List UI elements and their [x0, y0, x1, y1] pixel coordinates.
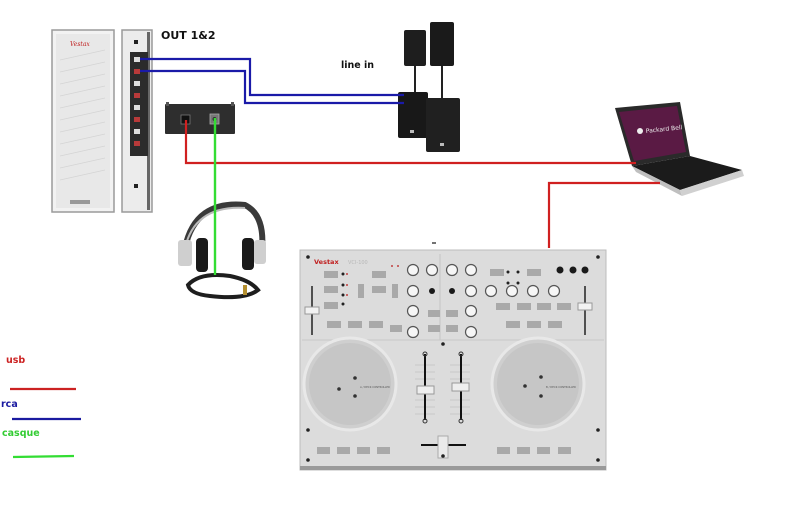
- legend-label-casque: casque: [2, 428, 40, 439]
- crossfader: [421, 435, 466, 459]
- soundcard-brand-logo: Vestax: [70, 41, 90, 48]
- audio-interface: Vestax: [51, 29, 153, 213]
- controller-knobs: [406, 263, 561, 339]
- legend-swatch-casque: [12, 454, 75, 459]
- deck-left-label: A / DECK CONTROLLER: [360, 385, 390, 389]
- rca-cables: [140, 57, 404, 105]
- laptop-brand-logo: Packard Bell: [645, 124, 682, 135]
- channel-faders: [415, 351, 470, 424]
- pitch-faders: [304, 286, 593, 335]
- output-jacks: [134, 57, 140, 146]
- usb-cables: [184, 120, 660, 248]
- legend: [10, 387, 81, 459]
- jog-wheel-right: B / DECK CONTROLLER: [490, 336, 586, 432]
- deck-right-label: B / DECK CONTROLLER: [546, 385, 576, 389]
- headphones: [178, 201, 266, 300]
- transport-buttons: [317, 447, 571, 454]
- controller-brand-logo: Vestax: [314, 258, 339, 266]
- legend-label-rca: rca: [1, 399, 18, 410]
- controller-model-label: VCI-100: [348, 260, 368, 266]
- usb-audio-box: [165, 102, 235, 134]
- laptop: Packard Bell: [615, 102, 744, 196]
- dj-controller: Vestax VCI-100: [299, 242, 607, 471]
- controller-buttons: [324, 269, 571, 332]
- legend-label-usb: usb: [6, 355, 26, 366]
- jog-wheel-left: A / DECK CONTROLLER: [302, 336, 398, 432]
- line-in-label: line in: [341, 60, 375, 71]
- out-label: OUT 1&2: [161, 29, 216, 42]
- speakers: [398, 22, 460, 152]
